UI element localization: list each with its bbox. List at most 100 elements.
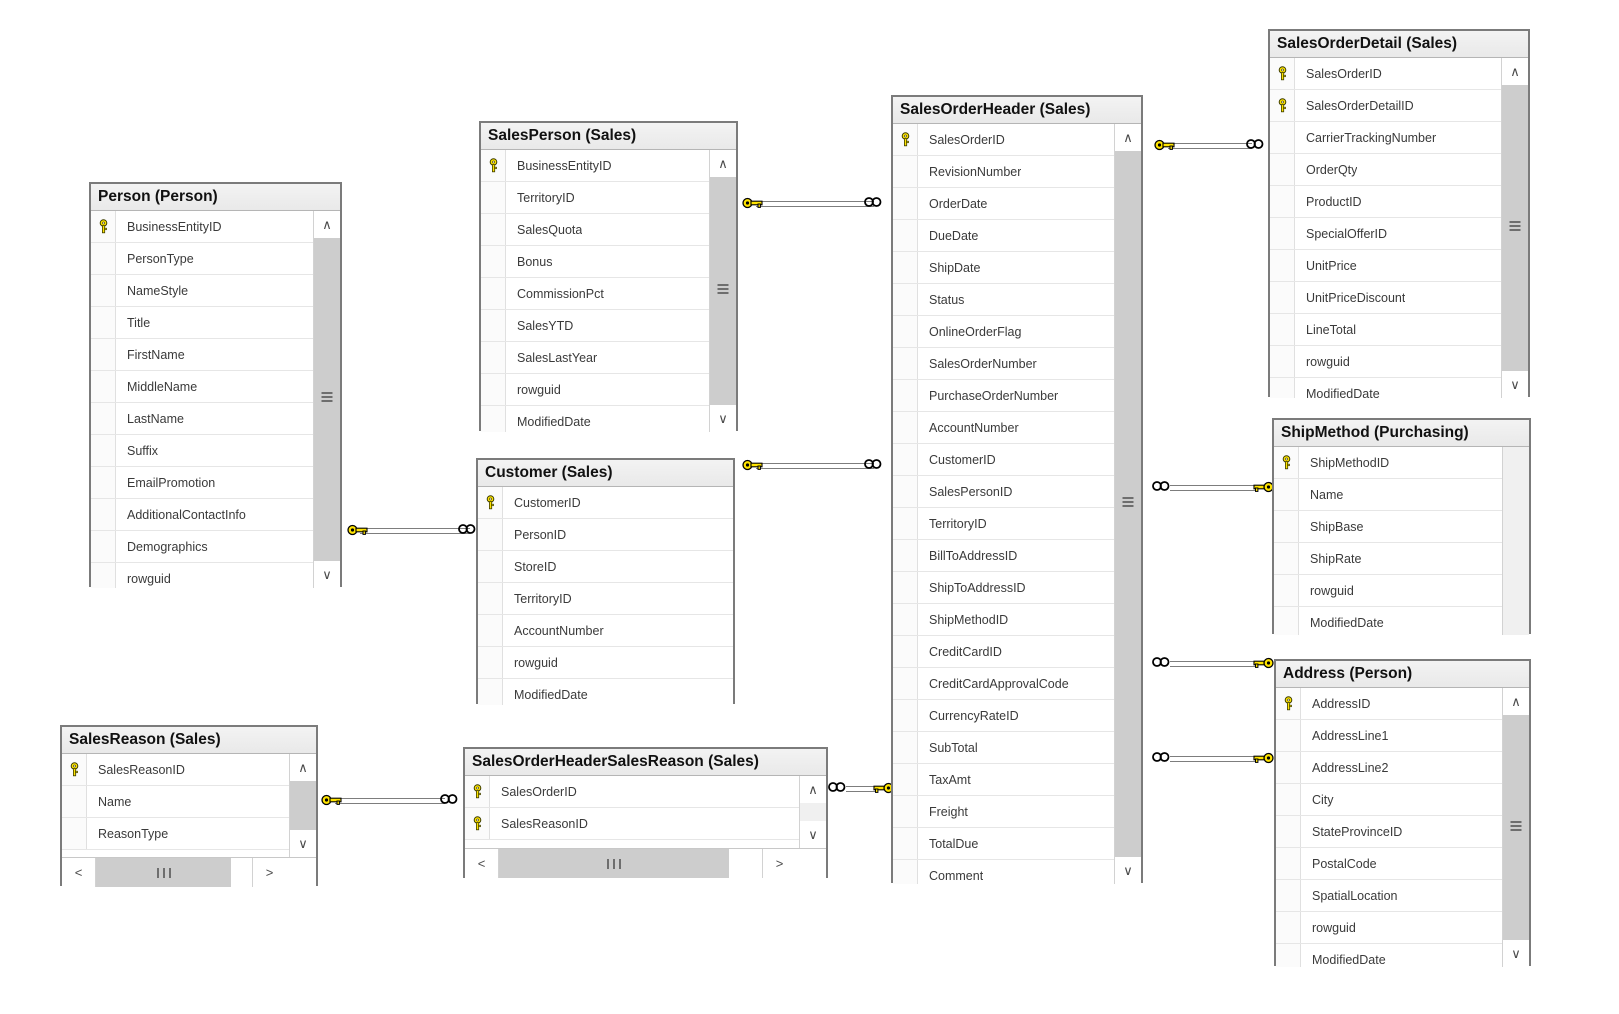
field-row[interactable]: ModifiedDate: [1274, 607, 1502, 635]
field-row[interactable]: AdditionalContactInfo: [91, 499, 313, 531]
field-row[interactable]: CurrencyRateID: [893, 700, 1114, 732]
field-row[interactable]: NameStyle: [91, 275, 313, 307]
scroll-track[interactable]: [1503, 715, 1529, 940]
scroll-right-arrow[interactable]: >: [252, 858, 286, 887]
scroll-track[interactable]: [1502, 85, 1528, 371]
field-row[interactable]: SalesLastYear: [481, 342, 709, 374]
field-row[interactable]: rowguid: [1270, 346, 1501, 378]
field-row[interactable]: rowguid: [478, 647, 733, 679]
field-row[interactable]: SubTotal: [893, 732, 1114, 764]
field-row[interactable]: ModifiedDate: [481, 406, 709, 432]
field-row[interactable]: rowguid: [1274, 575, 1502, 607]
field-row[interactable]: TerritoryID: [481, 182, 709, 214]
field-row[interactable]: TaxAmt: [893, 764, 1114, 796]
field-row[interactable]: Name: [62, 786, 289, 818]
field-row[interactable]: SpatialLocation: [1276, 880, 1502, 912]
field-row[interactable]: City: [1276, 784, 1502, 816]
field-row[interactable]: ModifiedDate: [1276, 944, 1502, 967]
field-row[interactable]: CustomerID: [893, 444, 1114, 476]
scroll-left-arrow[interactable]: <: [465, 849, 499, 878]
field-row[interactable]: AddressLine1: [1276, 720, 1502, 752]
field-row[interactable]: RevisionNumber: [893, 156, 1114, 188]
vertical-scrollbar[interactable]: ∧ ∨: [1502, 688, 1529, 967]
scroll-down-arrow[interactable]: ∨: [710, 405, 736, 432]
field-row[interactable]: Title: [91, 307, 313, 339]
field-row[interactable]: SalesOrderDetailID: [1270, 90, 1501, 122]
field-row[interactable]: Demographics: [91, 531, 313, 563]
field-row[interactable]: ReasonType: [62, 818, 289, 850]
field-row[interactable]: BusinessEntityID: [91, 211, 313, 243]
scroll-track-horizontal[interactable]: [96, 858, 252, 887]
scroll-up-arrow[interactable]: ∧: [1503, 688, 1529, 715]
vertical-scrollbar[interactable]: ∧ ∨: [313, 211, 340, 588]
scroll-down-arrow[interactable]: ∨: [1502, 371, 1528, 398]
field-row[interactable]: LineTotal: [1270, 314, 1501, 346]
scroll-thumb[interactable]: [1115, 151, 1141, 857]
horizontal-scrollbar[interactable]: < >: [62, 857, 316, 887]
field-row[interactable]: rowguid: [91, 563, 313, 588]
field-row[interactable]: ModifiedDate: [1270, 378, 1501, 398]
field-row[interactable]: Status: [893, 284, 1114, 316]
field-row[interactable]: SalesOrderID: [1270, 58, 1501, 90]
field-row[interactable]: CommissionPct: [481, 278, 709, 310]
field-row[interactable]: TotalDue: [893, 828, 1114, 860]
field-row[interactable]: StateProvinceID: [1276, 816, 1502, 848]
field-row[interactable]: ShipMethodID: [893, 604, 1114, 636]
scroll-track[interactable]: [710, 177, 736, 405]
vertical-scrollbar[interactable]: ∧ ∨: [289, 754, 316, 857]
scroll-up-arrow[interactable]: ∧: [800, 776, 826, 803]
scroll-up-arrow[interactable]: ∧: [1115, 124, 1141, 151]
vertical-scrollbar[interactable]: ∧ ∨: [709, 150, 736, 432]
field-row[interactable]: FirstName: [91, 339, 313, 371]
field-row[interactable]: Name: [1274, 479, 1502, 511]
field-row[interactable]: ShipMethodID: [1274, 447, 1502, 479]
field-row[interactable]: CreditCardID: [893, 636, 1114, 668]
scroll-thumb-horizontal[interactable]: [96, 858, 231, 887]
scroll-thumb[interactable]: [1502, 85, 1528, 371]
field-row[interactable]: CustomerID: [478, 487, 733, 519]
scroll-thumb[interactable]: [290, 781, 316, 830]
field-row[interactable]: OnlineOrderFlag: [893, 316, 1114, 348]
field-row[interactable]: UnitPriceDiscount: [1270, 282, 1501, 314]
field-row[interactable]: DueDate: [893, 220, 1114, 252]
field-row[interactable]: rowguid: [1276, 912, 1502, 944]
field-row[interactable]: Bonus: [481, 246, 709, 278]
vertical-scrollbar-track[interactable]: [1502, 447, 1529, 635]
scroll-down-arrow[interactable]: ∨: [1503, 940, 1529, 967]
field-row[interactable]: ShipRate: [1274, 543, 1502, 575]
field-row[interactable]: OrderDate: [893, 188, 1114, 220]
field-row[interactable]: AccountNumber: [893, 412, 1114, 444]
field-row[interactable]: BillToAddressID: [893, 540, 1114, 572]
field-row[interactable]: ShipBase: [1274, 511, 1502, 543]
scroll-right-arrow[interactable]: >: [762, 849, 796, 878]
field-row[interactable]: ShipToAddressID: [893, 572, 1114, 604]
field-row[interactable]: SalesOrderID: [893, 124, 1114, 156]
field-row[interactable]: SalesQuota: [481, 214, 709, 246]
field-row[interactable]: Comment: [893, 860, 1114, 884]
field-row[interactable]: PostalCode: [1276, 848, 1502, 880]
scroll-thumb[interactable]: [1503, 715, 1529, 940]
field-row[interactable]: AccountNumber: [478, 615, 733, 647]
field-row[interactable]: MiddleName: [91, 371, 313, 403]
field-row[interactable]: SpecialOfferID: [1270, 218, 1501, 250]
field-row[interactable]: UnitPrice: [1270, 250, 1501, 282]
field-row[interactable]: SalesReasonID: [465, 808, 799, 840]
field-row[interactable]: TerritoryID: [893, 508, 1114, 540]
field-row[interactable]: Suffix: [91, 435, 313, 467]
scroll-up-arrow[interactable]: ∧: [314, 211, 340, 238]
field-row[interactable]: PurchaseOrderNumber: [893, 380, 1114, 412]
field-row[interactable]: SalesReasonID: [62, 754, 289, 786]
scroll-up-arrow[interactable]: ∧: [290, 754, 316, 781]
scroll-track-horizontal[interactable]: [499, 849, 762, 878]
field-row[interactable]: PersonType: [91, 243, 313, 275]
scroll-down-arrow[interactable]: ∨: [1115, 857, 1141, 884]
vertical-scrollbar[interactable]: ∧ ∨: [1114, 124, 1141, 884]
field-row[interactable]: Freight: [893, 796, 1114, 828]
scroll-down-arrow[interactable]: ∨: [800, 821, 826, 848]
